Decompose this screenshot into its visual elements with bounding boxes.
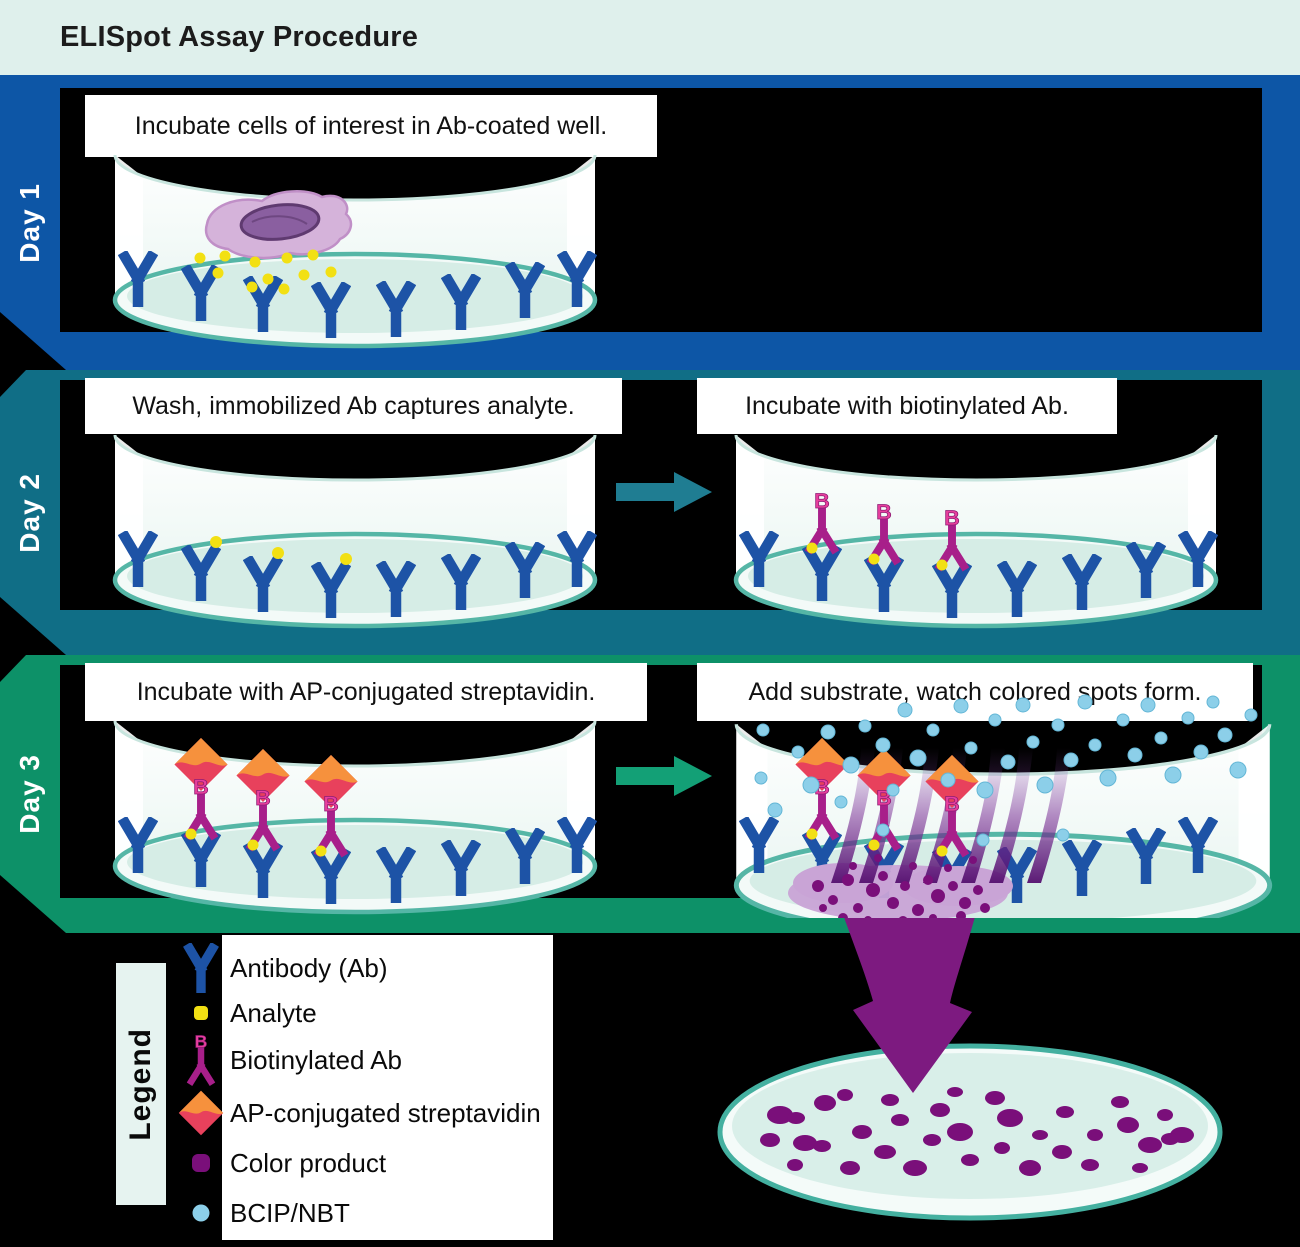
day2-step-arrow-icon — [616, 472, 712, 512]
page-title: ELISpot Assay Procedure — [60, 21, 419, 53]
legend-item-analyte: Analyte — [178, 987, 550, 1039]
header: ELISpot Assay Procedure — [0, 0, 1300, 75]
color-spot-dots — [760, 1087, 1194, 1176]
legend-item-label: BCIP/NBT — [230, 1197, 350, 1228]
legend-panel — [222, 935, 553, 1240]
day3-well-left-illustration — [112, 718, 598, 918]
ap-streptavidin-icon — [178, 1087, 224, 1139]
color-product-icon — [178, 1137, 224, 1189]
day2-well-right-illustration — [733, 432, 1219, 632]
day2-label: Day 2 — [14, 472, 45, 553]
legend-title-box: Legend — [116, 963, 166, 1205]
day1-caption: Incubate cells of interest in Ab-coated … — [85, 95, 657, 157]
day3-caption-right: Add substrate, watch colored spots form. — [697, 663, 1253, 721]
day2-well-left-illustration — [112, 432, 598, 632]
streptavidin-complex-group — [795, 737, 979, 857]
bcip-nbt-icon — [178, 1187, 224, 1239]
day3-well-right-illustration — [733, 694, 1273, 918]
legend-item-label: AP-conjugated streptavidin — [230, 1097, 541, 1128]
legend-title: Legend — [124, 1027, 157, 1141]
analyte-icon — [178, 987, 224, 1039]
day1-label: Day 1 — [14, 182, 45, 263]
day1-well-illustration — [112, 152, 598, 352]
day3-step-arrow-icon — [616, 756, 712, 796]
analyte-dots — [194, 249, 337, 295]
legend-item-label: Color product — [230, 1147, 387, 1178]
captured-analyte-dots — [210, 536, 352, 565]
legend-item-ap-streptavidin: AP-conjugated streptavidin — [178, 1087, 550, 1139]
color-product-dots — [812, 854, 990, 918]
legend-item-biotinylated-ab: Biotinylated Ab — [178, 1034, 550, 1086]
day2-caption-right: Incubate with biotinylated Ab. — [697, 378, 1117, 434]
day3-label: Day 3 — [14, 754, 45, 834]
cell-illustration — [204, 190, 353, 260]
day2-caption-left: Wash, immobilized Ab captures analyte. — [85, 378, 622, 434]
day3-caption-left: Incubate with AP-conjugated streptavidin… — [85, 663, 647, 721]
result-plate-illustration — [717, 1043, 1223, 1221]
biotinylated-ab-icon — [178, 1034, 224, 1086]
streptavidin-complex-group — [174, 737, 358, 857]
legend-item-label: Biotinylated Ab — [230, 1044, 403, 1075]
legend-item-label: Analyte — [230, 997, 317, 1028]
bcip-nbt-dots — [754, 694, 1258, 847]
legend-item-bcip-nbt: BCIP/NBT — [178, 1187, 550, 1239]
biotinylated-ab-group — [807, 489, 964, 571]
result-arrow-icon — [837, 898, 980, 1093]
legend-item-color-product: Color product — [178, 1137, 550, 1189]
legend-item-antibody: Antibody (Ab) — [178, 942, 550, 994]
legend-item-label: Antibody (Ab) — [230, 952, 388, 983]
